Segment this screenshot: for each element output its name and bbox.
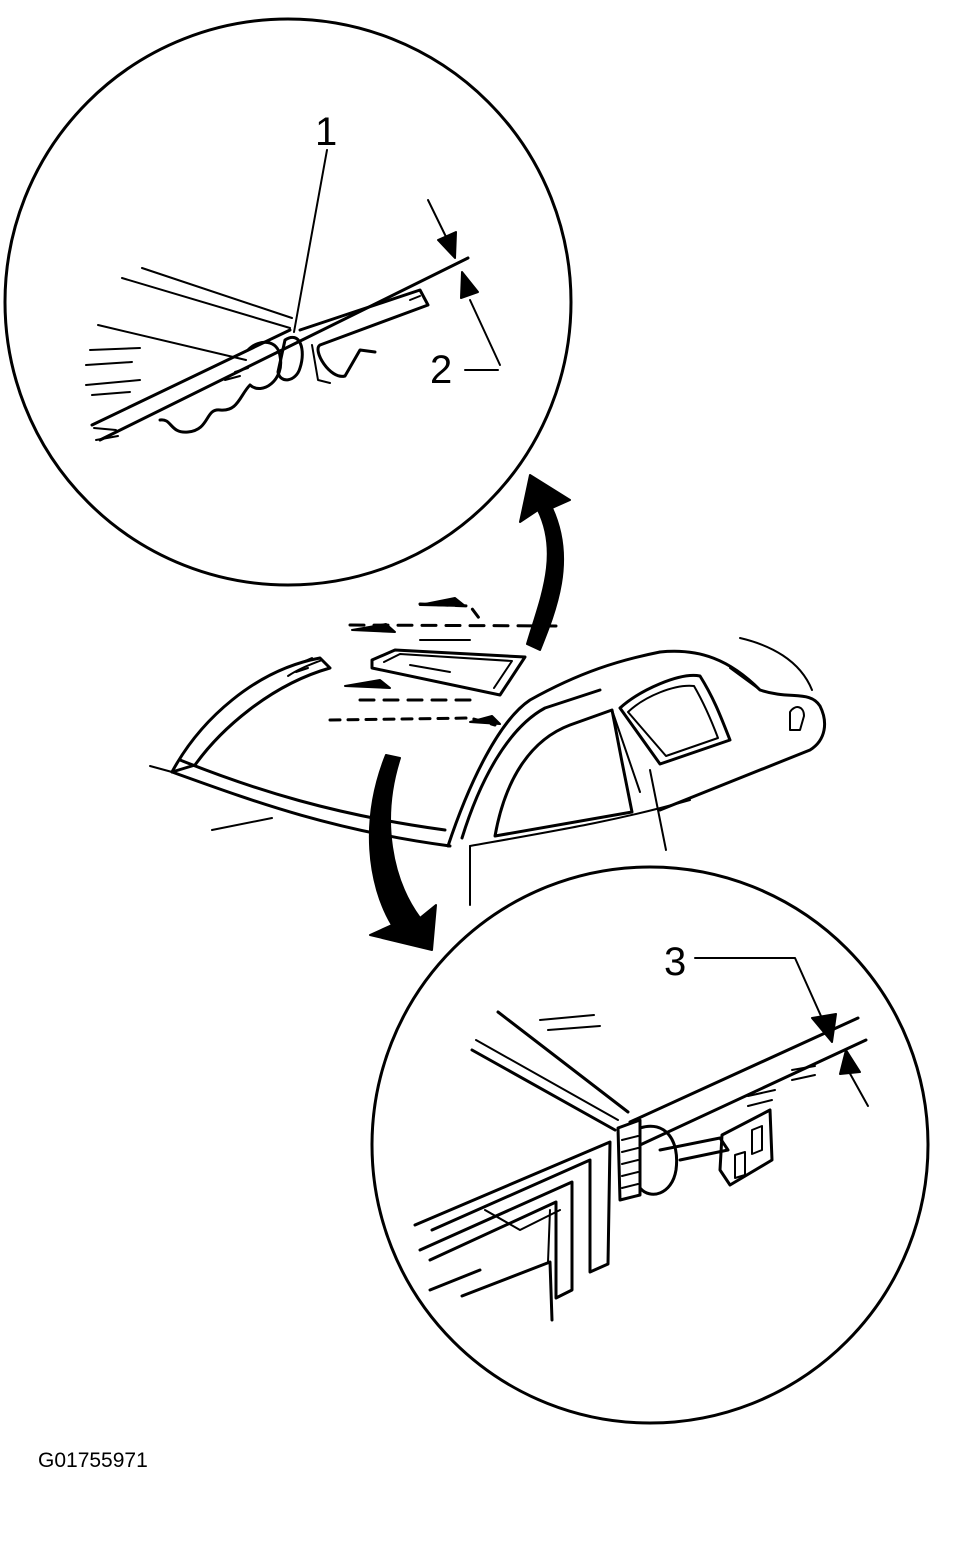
upper-curved-arrow xyxy=(519,474,571,651)
lower-detail-view: 3 xyxy=(370,865,930,1425)
vehicle-roof-view xyxy=(149,597,827,906)
upper-detail-view: 1 2 xyxy=(3,17,573,587)
lower-curved-arrow xyxy=(368,754,437,951)
callout-1: 1 xyxy=(315,110,337,154)
callout-3-leader xyxy=(694,957,826,1026)
callout-2: 2 xyxy=(430,348,452,392)
upper-detail-circle xyxy=(3,17,573,587)
callout-1-leader xyxy=(293,149,328,333)
lower-detail-circle xyxy=(370,865,930,1425)
callout-3: 3 xyxy=(664,940,686,984)
figure-code: G01755971 xyxy=(38,1449,148,1472)
